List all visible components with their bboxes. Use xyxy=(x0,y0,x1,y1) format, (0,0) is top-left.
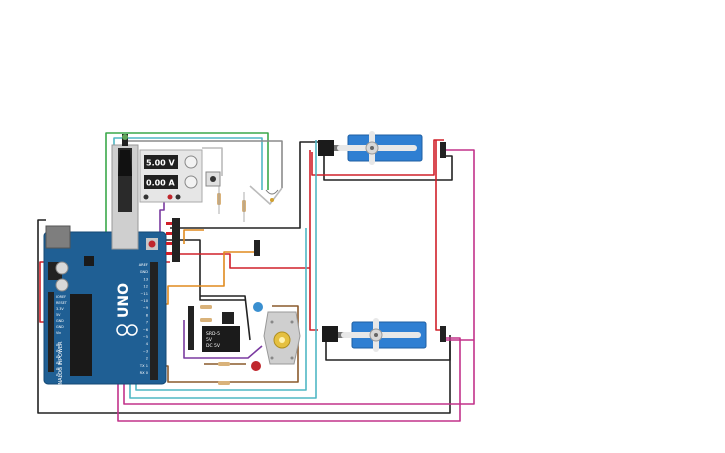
slide-potentiometer[interactable] xyxy=(111,134,139,250)
digital-pin-label: ~10 xyxy=(140,299,148,303)
voltage-knob[interactable] xyxy=(184,155,198,169)
power-header xyxy=(48,292,54,372)
board-logo: UNO xyxy=(116,283,132,318)
digital-pin-label: ~6 xyxy=(143,328,149,332)
power-supply[interactable]: 5.00 V 0.00 A xyxy=(139,149,203,203)
digital-pin-labels: AREF GND 13 12 ~11 ~10 ~9 8 7 ~6 ~5 4 ~3 2 TX 1 RX 0 IOR… xyxy=(56,263,149,377)
wire-black-outer[interactable] xyxy=(37,219,451,414)
digital-pin-label: 2 xyxy=(146,357,148,361)
digital-pin-label: 13 xyxy=(143,277,148,281)
digital-header xyxy=(150,262,158,380)
power-pin-label: GND xyxy=(56,319,64,323)
analog-section-label: ANALOG IN xyxy=(58,360,64,388)
wire-gray-top[interactable] xyxy=(124,140,283,188)
red-led xyxy=(251,361,261,371)
wire-orange-2[interactable] xyxy=(183,229,204,244)
wire-red-servo1[interactable] xyxy=(311,139,444,176)
digital-pin-label: ~11 xyxy=(140,292,148,296)
wire-green[interactable] xyxy=(105,132,269,306)
digital-pin-label: 7 xyxy=(146,321,148,325)
usb-port xyxy=(45,225,71,249)
resistor-1 xyxy=(217,186,221,214)
digital-pin-label: 4 xyxy=(146,342,149,346)
digital-pin-label: 8 xyxy=(146,313,149,317)
breadboard-strip xyxy=(172,218,180,262)
wire-black-servo1[interactable] xyxy=(323,152,453,181)
power-pin-label: IOREF xyxy=(56,295,66,299)
wire-light-2[interactable] xyxy=(249,185,283,205)
servo-motor-bottom[interactable] xyxy=(322,318,427,352)
relay-label-3: DC 5V xyxy=(206,343,221,349)
diode xyxy=(254,240,260,256)
power-pin-label: GND xyxy=(56,325,64,329)
atmega-chip xyxy=(70,294,92,376)
pushbutton[interactable] xyxy=(205,171,221,187)
wire-black-servo2[interactable] xyxy=(325,340,451,361)
servo-motor-top[interactable] xyxy=(318,131,423,165)
current-knob[interactable] xyxy=(184,175,198,189)
wire-red-mid[interactable] xyxy=(170,253,310,269)
current-readout: 0.00 A xyxy=(146,179,176,188)
power-pin-label: 3.3V xyxy=(56,307,64,311)
blue-led xyxy=(253,302,263,312)
power-section-label: POWER xyxy=(58,341,64,360)
analog-pin-label: A4 xyxy=(56,367,60,371)
power-pin-label: RESET xyxy=(56,301,68,305)
voltage-readout: 5.00 V xyxy=(146,159,176,168)
servo-bottom-connector xyxy=(440,326,446,342)
wire-black-relay[interactable] xyxy=(200,295,251,341)
analog-pin-label: A0 xyxy=(56,343,60,347)
arduino-uno-board[interactable]: UNO POWER ANALOG IN AREF GND 13 12 ~11 ~10 ~9 8… xyxy=(43,225,167,388)
digital-pin-label: 12 xyxy=(143,285,148,289)
analog-pin-label: A5 xyxy=(56,373,60,377)
voltage-display xyxy=(144,155,178,169)
dc-motor[interactable] xyxy=(263,311,301,365)
digital-pin-label: ~9 xyxy=(143,306,149,310)
digital-pin-label: ~3 xyxy=(143,349,148,353)
resistor-2 xyxy=(242,192,246,222)
wire-red-right[interactable] xyxy=(435,140,444,331)
wire-light-1[interactable] xyxy=(202,147,223,176)
wire-brown-1[interactable] xyxy=(160,305,299,383)
digital-pin-label: GND xyxy=(140,270,148,274)
current-display xyxy=(144,175,178,189)
servo-top-connector xyxy=(440,142,446,158)
photoresistor xyxy=(265,189,279,202)
wire-orange-1[interactable] xyxy=(160,251,256,305)
relay-label-1: SRD-5 xyxy=(206,331,220,337)
wire-black-top[interactable] xyxy=(170,141,320,229)
wire-cyan-top[interactable] xyxy=(113,137,263,190)
analog-pin-label: A3 xyxy=(56,361,60,365)
analog-pin-label: A2 xyxy=(56,355,60,359)
resistor-3 xyxy=(200,305,212,322)
digital-pin-label: RX 0 xyxy=(140,371,149,375)
digital-pin-label: TX 1 xyxy=(139,364,148,368)
power-pin-label: 5V xyxy=(56,313,61,317)
transistor-header xyxy=(188,306,194,350)
resistor-4 xyxy=(218,362,230,385)
wire-purple-2[interactable] xyxy=(183,320,263,359)
power-pin-label: Vin xyxy=(56,331,61,335)
relay-module[interactable]: SRD-5 5V DC 5V xyxy=(202,312,240,352)
digital-pin-label: ~5 xyxy=(143,335,148,339)
relay-label-2: 5V xyxy=(206,337,213,343)
digital-pin-label: AREF xyxy=(139,263,148,267)
analog-pin-label: A1 xyxy=(56,349,60,353)
